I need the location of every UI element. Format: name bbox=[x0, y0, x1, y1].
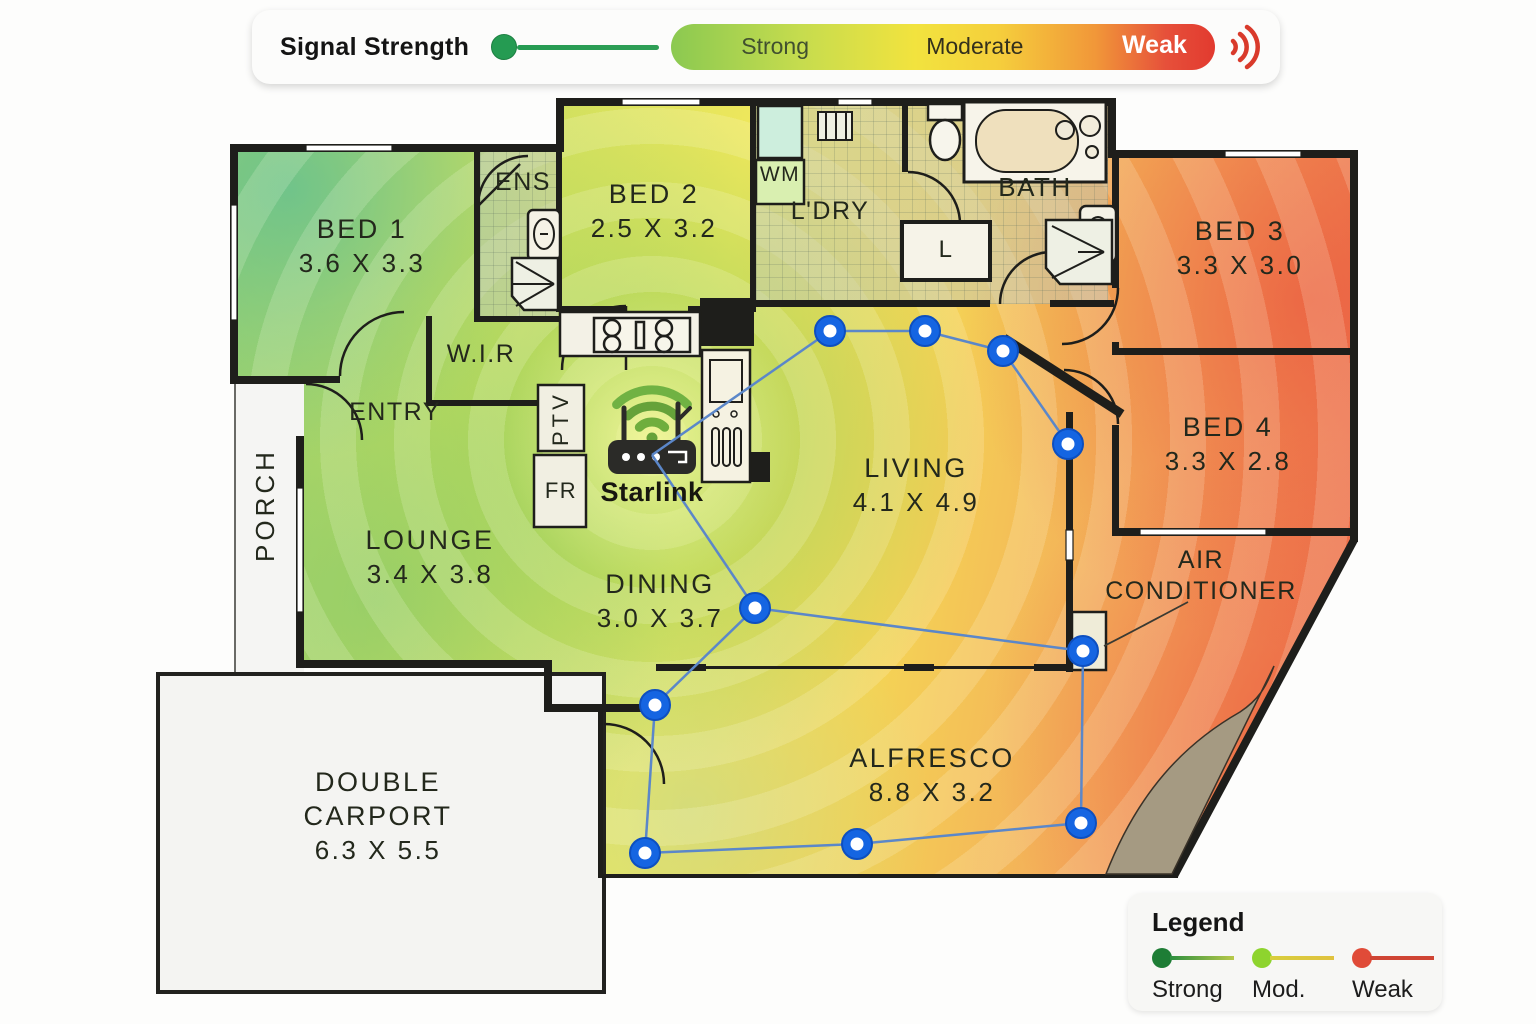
signal-gradient-scale: Strong Moderate Weak bbox=[671, 24, 1215, 70]
mesh-link bbox=[644, 842, 858, 855]
washing-machine-box bbox=[754, 158, 806, 206]
ensuite-label: ENS bbox=[495, 168, 551, 196]
signal-strength-title: Signal Strength bbox=[280, 32, 470, 61]
ensuite-shower-icon bbox=[510, 256, 560, 312]
mesh-link bbox=[654, 607, 756, 706]
laundry-sink-icon bbox=[817, 111, 853, 141]
fridge-label: FR bbox=[544, 478, 578, 503]
weak-wifi-icon bbox=[1230, 24, 1260, 70]
wir-label: W.I.R bbox=[446, 340, 516, 368]
moderate-dot bbox=[1252, 948, 1272, 968]
diagonal-walls bbox=[1001, 334, 1358, 878]
signal-strength-bar: Signal Strength Strong Moderate Weak bbox=[252, 10, 1280, 84]
entry-label: ENTRY bbox=[349, 398, 441, 426]
laundry-fixtures bbox=[754, 102, 964, 206]
legend-item-moderate: Mod. bbox=[1252, 948, 1334, 1004]
slider-track[interactable] bbox=[517, 44, 660, 50]
scale-weak-label: Weak bbox=[1122, 31, 1187, 59]
kitchen-fixtures bbox=[532, 310, 752, 529]
fridge-box bbox=[532, 453, 588, 529]
weak-bar bbox=[1370, 956, 1434, 960]
legend-title: Legend bbox=[1152, 907, 1245, 937]
laundry-tub-icon bbox=[756, 104, 804, 160]
mesh-node-8[interactable] bbox=[629, 837, 661, 869]
mesh-link bbox=[650, 454, 757, 609]
legend-panel: Legend Strong Mod. bbox=[1128, 893, 1442, 1011]
bath-shower-icon bbox=[1044, 218, 1114, 286]
pantry-box bbox=[536, 383, 586, 453]
starlink-router-icon bbox=[608, 385, 696, 474]
ensuite-vanity-icon bbox=[526, 208, 562, 262]
stove-icon bbox=[592, 316, 692, 354]
slider-handle[interactable] bbox=[491, 34, 518, 60]
legend-item-weak: Weak bbox=[1352, 948, 1434, 1004]
mesh-node-6[interactable] bbox=[639, 689, 671, 721]
starlink-router-label: Starlink bbox=[600, 477, 704, 507]
linen-box bbox=[900, 220, 992, 282]
carport-area bbox=[156, 672, 606, 994]
door-arcs bbox=[305, 154, 1120, 785]
linen-label: L bbox=[938, 236, 954, 263]
pantry-cabinet-icon bbox=[700, 348, 752, 484]
mesh-node-2[interactable] bbox=[909, 315, 941, 347]
windows bbox=[230, 98, 1302, 613]
washing-machine-label: WM bbox=[759, 163, 801, 186]
moderate-bar bbox=[1270, 956, 1334, 960]
air-conditioner-label: AIR CONDITIONER bbox=[1105, 546, 1297, 606]
mesh-link bbox=[651, 329, 831, 457]
mesh-link bbox=[1079, 650, 1085, 824]
mesh-node-3[interactable] bbox=[987, 335, 1019, 367]
mesh-link bbox=[856, 821, 1082, 846]
strong-bar bbox=[1170, 956, 1234, 960]
legend-strong-label: Strong bbox=[1152, 976, 1223, 1003]
scale-moderate-label: Moderate bbox=[926, 33, 1024, 59]
mesh-node-4[interactable] bbox=[1052, 428, 1084, 460]
mesh-link bbox=[1001, 350, 1070, 445]
mesh-node-5[interactable] bbox=[739, 592, 771, 624]
laundry-label: L'DRY bbox=[790, 197, 870, 225]
mesh-node-7[interactable] bbox=[1067, 635, 1099, 667]
mesh-node-1[interactable] bbox=[814, 315, 846, 347]
porch-label: PORCH bbox=[250, 448, 280, 562]
signal-strength-slider[interactable] bbox=[491, 34, 660, 60]
laundry-toilet-icon bbox=[926, 102, 964, 162]
weak-dot bbox=[1352, 948, 1372, 968]
legend-item-strong: Strong bbox=[1152, 948, 1234, 1004]
pantry-label: PTV bbox=[548, 391, 573, 447]
mesh-link bbox=[643, 704, 657, 854]
bath-fixtures bbox=[900, 100, 1118, 286]
ensuite-fixtures bbox=[510, 208, 562, 312]
bath-label: BATH bbox=[998, 172, 1072, 202]
scale-strong-label: Strong bbox=[741, 33, 809, 59]
strong-dot bbox=[1152, 948, 1172, 968]
air-conditioner-leader-line bbox=[1103, 601, 1189, 647]
mesh-node-9[interactable] bbox=[841, 828, 873, 860]
mesh-node-10[interactable] bbox=[1065, 807, 1097, 839]
garden-patch bbox=[1104, 665, 1275, 875]
legend-weak-label: Weak bbox=[1352, 976, 1413, 1003]
legend-moderate-label: Mod. bbox=[1252, 976, 1306, 1003]
mesh-link bbox=[754, 606, 1084, 653]
